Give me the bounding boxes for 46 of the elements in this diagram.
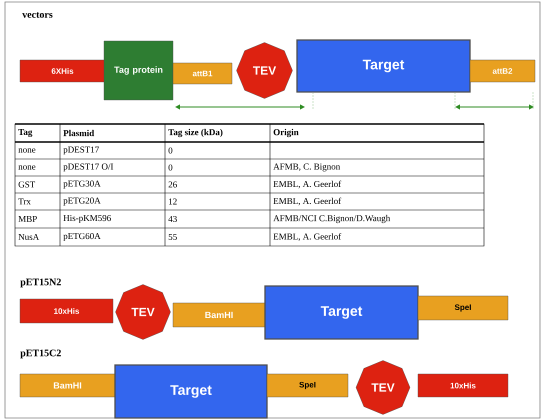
table-cell: MBP <box>18 216 37 222</box>
table-cell: AFMB, C. Bignon <box>273 164 340 172</box>
table-cell: 0 <box>168 147 172 154</box>
segment-bar: SpeI <box>266 374 348 398</box>
table-header: Plasmid <box>63 130 94 136</box>
segment-bar: 6XHis <box>20 60 106 82</box>
table-cell: His-pKM596 <box>63 215 111 223</box>
segment-bar: 10xHis <box>418 374 508 398</box>
table-header: Tag <box>18 129 32 137</box>
segment-bar: attB1 <box>172 62 232 84</box>
table-cell: pETG60A <box>63 233 101 241</box>
octagon-site: TEV <box>356 360 410 415</box>
table-header: Origin <box>274 128 299 138</box>
table-cell: pETG20A <box>63 198 101 206</box>
table-cell: 12 <box>169 198 177 204</box>
table-cell: 0 <box>168 164 172 171</box>
table-cell: 26 <box>168 181 177 188</box>
segment-bar: Tag protein <box>104 40 174 100</box>
table-cell: none <box>18 148 36 153</box>
table-cell: EMBL, A. Geerlof <box>273 233 342 241</box>
title: vectors <box>22 12 52 18</box>
table-cell: AFMB/NCI C.Bignon/D.Waugh <box>273 214 390 224</box>
table-cell: 43 <box>168 216 177 222</box>
target-box: Target <box>296 39 471 93</box>
octagon-site: TEV <box>236 42 293 99</box>
octagon-site: TEV <box>115 284 171 340</box>
construct-name: pET15N2 <box>20 278 61 288</box>
table-cell: pDEST17 O/I <box>63 164 114 172</box>
segment-bar: 10xHis <box>20 298 114 324</box>
table-cell: none <box>18 165 36 170</box>
table-cell: GST <box>18 181 36 188</box>
segment-bar: BamHI <box>20 374 116 398</box>
target-box: Target <box>114 364 268 419</box>
segment-bar: attB2 <box>470 60 536 82</box>
table-cell: Trx <box>18 198 31 204</box>
segment-bar: BamHI <box>172 302 266 328</box>
segment-bar: SpeI <box>418 296 508 320</box>
table-cell: EMBL, A. Geerlof <box>273 198 342 206</box>
table-cell: NusA <box>18 234 40 240</box>
table-cell: 55 <box>168 234 177 240</box>
table-cell: EMBL, A. Geerlof <box>273 180 342 188</box>
target-box: Target <box>264 285 419 340</box>
table-cell: pETG30A <box>63 180 101 188</box>
construct-name: pET15C2 <box>20 350 61 358</box>
table-header: Tag size (kDa) <box>168 128 222 138</box>
table-cell: pDEST17 <box>63 146 99 154</box>
